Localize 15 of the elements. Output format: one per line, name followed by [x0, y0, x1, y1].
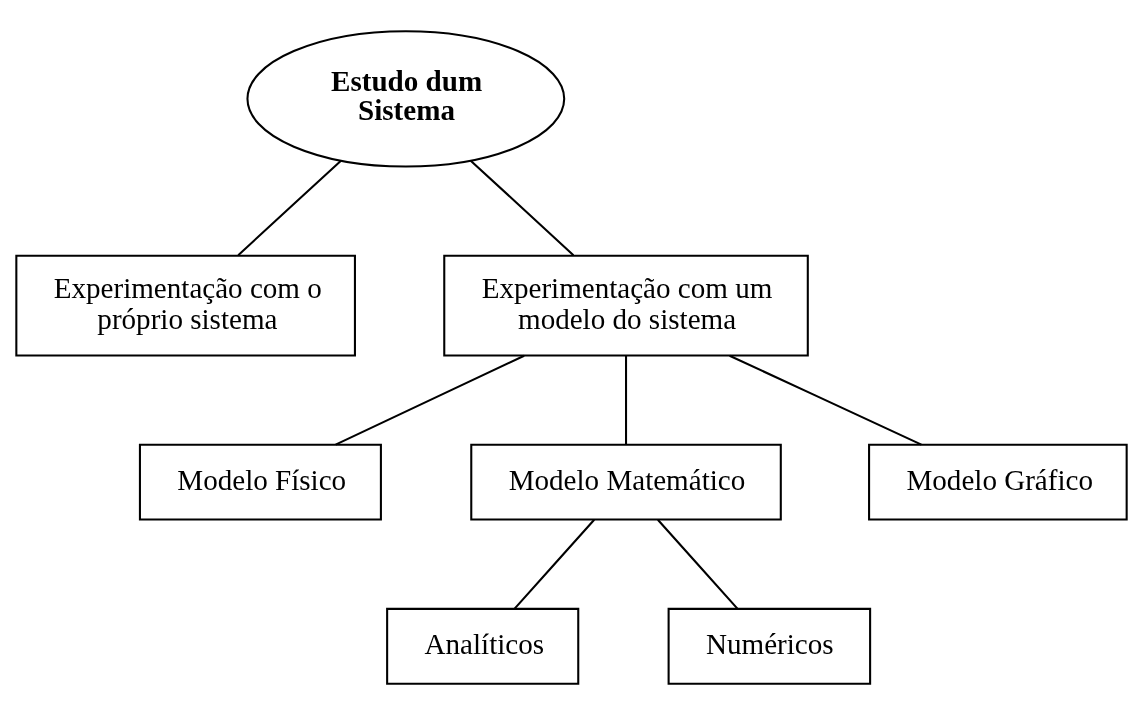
node-box: Analíticos	[386, 607, 580, 685]
connector	[513, 519, 595, 610]
node-box: Modelo Gráfico	[868, 443, 1128, 521]
connector	[729, 354, 922, 446]
connector	[657, 519, 739, 610]
node-box: Experimentação com o próprio sistema	[15, 254, 356, 357]
connector	[335, 354, 525, 446]
connector	[470, 159, 575, 256]
node-box: Experimentação com um modelo do sistema	[443, 254, 809, 357]
connector	[237, 159, 342, 256]
node-ellipse: Estudo dum Sistema	[246, 30, 566, 168]
node-box: Numéricos	[667, 607, 872, 685]
connector	[625, 355, 628, 445]
node-box: Modelo Matemático	[470, 443, 782, 521]
node-box: Modelo Físico	[138, 443, 382, 521]
